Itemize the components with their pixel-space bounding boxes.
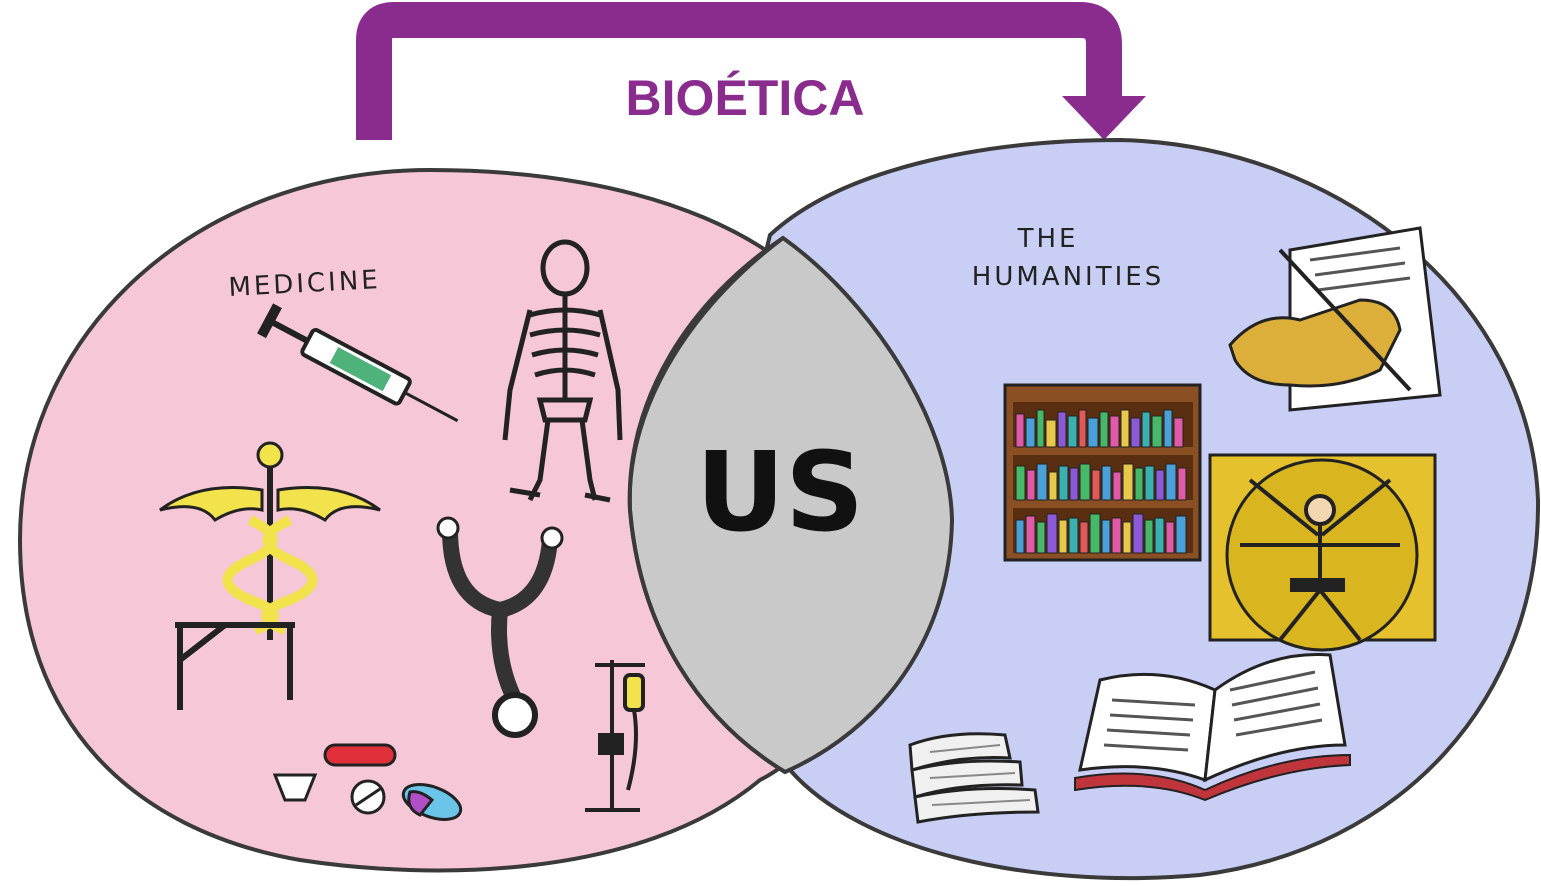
arrowhead-icon — [1062, 96, 1146, 140]
writing-hand-icon — [1228, 226, 1442, 412]
walker-icon — [175, 622, 295, 710]
humanities-label-line2: HUMANITIES — [972, 262, 1164, 292]
skeleton-icon — [502, 239, 623, 503]
us-label: US — [696, 428, 865, 556]
book-stack-icon — [908, 732, 1040, 824]
iv-drip-icon — [585, 660, 645, 812]
stethoscope-icon — [436, 516, 564, 738]
bookshelf-icon — [1003, 383, 1202, 562]
arrow-connector — [356, 2, 1146, 140]
humanities-label-line1: THE — [1017, 224, 1079, 254]
vitruvian-man-icon — [1208, 453, 1437, 652]
syringe-icon — [257, 303, 459, 423]
diagram-title: BIOÉTICA — [626, 70, 865, 126]
open-book-icon — [1074, 652, 1351, 802]
caduceus-icon — [159, 441, 381, 640]
pills-icon — [272, 743, 463, 821]
